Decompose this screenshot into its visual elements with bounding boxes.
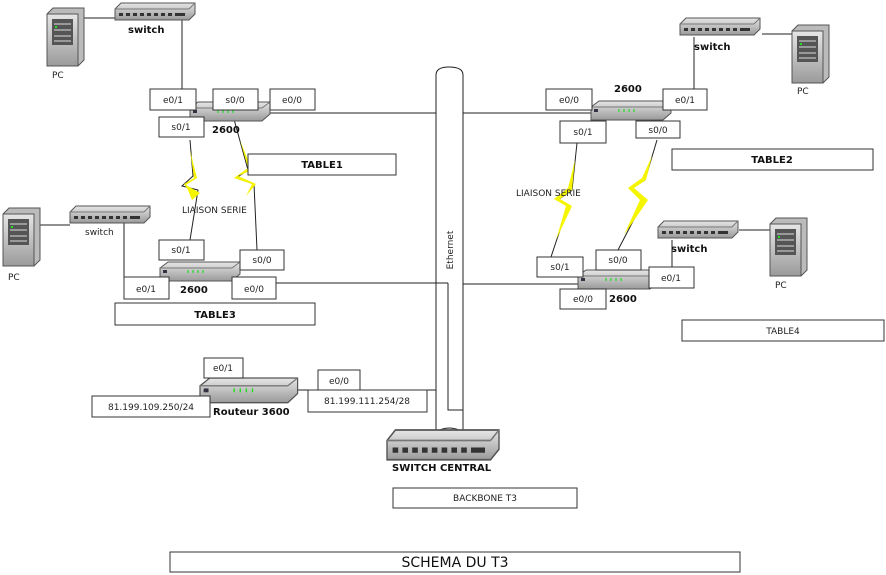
- title-box: [169, 551, 741, 573]
- table3-group: PC switch 2600 s0/1 s0/0 e0/1 e0/0 TABLE…: [2, 205, 316, 326]
- port-e0-1: e0/1: [163, 96, 183, 106]
- switch-icon[interactable]: [114, 2, 196, 21]
- edge-router-group: e0/1 e0/0 81.199.109.250/24 81.199.111.2…: [91, 357, 428, 418]
- port-e0-1: e0/1: [661, 274, 681, 284]
- port-e0-1: e0/1: [675, 96, 695, 106]
- central-switch-group: SWITCH CENTRAL BACKBONE T3: [386, 429, 578, 509]
- port-e0-0: e0/0: [573, 295, 593, 305]
- serial-label: LIAISON SERIE: [516, 189, 581, 199]
- router-3600-label: Routeur 3600: [213, 407, 290, 418]
- wan-ip-label: 81.199.109.250/24: [108, 403, 194, 413]
- pc-label: PC: [52, 71, 64, 81]
- port-s0-1: s0/1: [171, 246, 190, 256]
- router-icon[interactable]: [577, 269, 659, 290]
- table4-label: TABLE4: [765, 327, 800, 337]
- router-icon[interactable]: [159, 261, 241, 282]
- switch-icon[interactable]: [657, 220, 739, 239]
- router-label: 2600: [614, 84, 642, 95]
- port-e0-0: e0/0: [559, 96, 579, 106]
- pc-icon[interactable]: [791, 24, 830, 84]
- ethernet-label: Ethernet: [446, 230, 456, 269]
- serial-links: LIAISON SERIE LIAISON SERIE: [180, 111, 658, 258]
- port-e0-1: e0/1: [136, 285, 156, 295]
- table4-group: switch PC s0/1 s0/0 e0/1 e0/0 2600 TABLE…: [536, 217, 885, 342]
- table3-label: TABLE3: [194, 310, 236, 321]
- central-switch-label: SWITCH CENTRAL: [392, 463, 492, 474]
- switch-icon[interactable]: [69, 205, 151, 224]
- router-3600-icon[interactable]: [199, 377, 299, 404]
- port-s0-1: s0/1: [550, 263, 569, 273]
- router-label: 2600: [212, 125, 240, 136]
- pc-icon[interactable]: [769, 217, 808, 277]
- port-s0-0: s0/0: [252, 256, 271, 266]
- router-label: 2600: [609, 294, 637, 305]
- port-s0-0: s0/0: [225, 96, 244, 106]
- table1-label: TABLE1: [301, 160, 343, 171]
- port-e0-0: e0/0: [282, 96, 302, 106]
- backbone-label: BACKBONE T3: [453, 494, 517, 504]
- wires: [40, 17, 792, 391]
- switch-label: switch: [128, 25, 164, 36]
- port-e0-1: e0/1: [213, 364, 233, 374]
- pc-icon[interactable]: [2, 207, 41, 267]
- switch-label: switch: [694, 42, 730, 53]
- switch-icon[interactable]: [679, 17, 761, 36]
- serial-link-bolt: [624, 156, 652, 235]
- pc-label: PC: [797, 87, 809, 97]
- serial-link-bolt: [184, 150, 200, 200]
- port-e0-0: e0/0: [329, 377, 349, 387]
- diagram-title: SCHEMA DU T3: [401, 555, 508, 571]
- serial-link-bolt: [554, 160, 575, 240]
- ethernet-bus: Ethernet: [435, 66, 464, 433]
- router-icon[interactable]: [590, 100, 672, 121]
- central-switch-icon[interactable]: [386, 429, 500, 461]
- table2-label: TABLE2: [751, 155, 793, 166]
- table2-group: switch PC 2600 e0/0 e0/1 s0/1 s0/0 TABLE…: [545, 17, 874, 171]
- table1-group: PC switch 2600 e0/1 s0/0 e0/0 s0/1 TABLE…: [46, 2, 397, 176]
- port-s0-0: s0/0: [648, 126, 667, 136]
- lan-ip-label: 81.199.111.254/28: [324, 397, 410, 407]
- serial-label: LIAISON SERIE: [182, 206, 247, 216]
- port-e0-0: e0/0: [244, 285, 264, 295]
- port-s0-0: s0/0: [608, 256, 627, 266]
- switch-label: switch: [85, 228, 114, 238]
- pc-label: PC: [775, 281, 787, 291]
- switch-label: switch: [671, 244, 707, 255]
- router-label: 2600: [180, 285, 208, 296]
- port-s0-1: s0/1: [573, 128, 592, 138]
- pc-label: PC: [8, 273, 20, 283]
- pc-icon[interactable]: [46, 7, 85, 67]
- serial-link-bolt: [234, 140, 256, 196]
- port-s0-1: s0/1: [171, 123, 190, 133]
